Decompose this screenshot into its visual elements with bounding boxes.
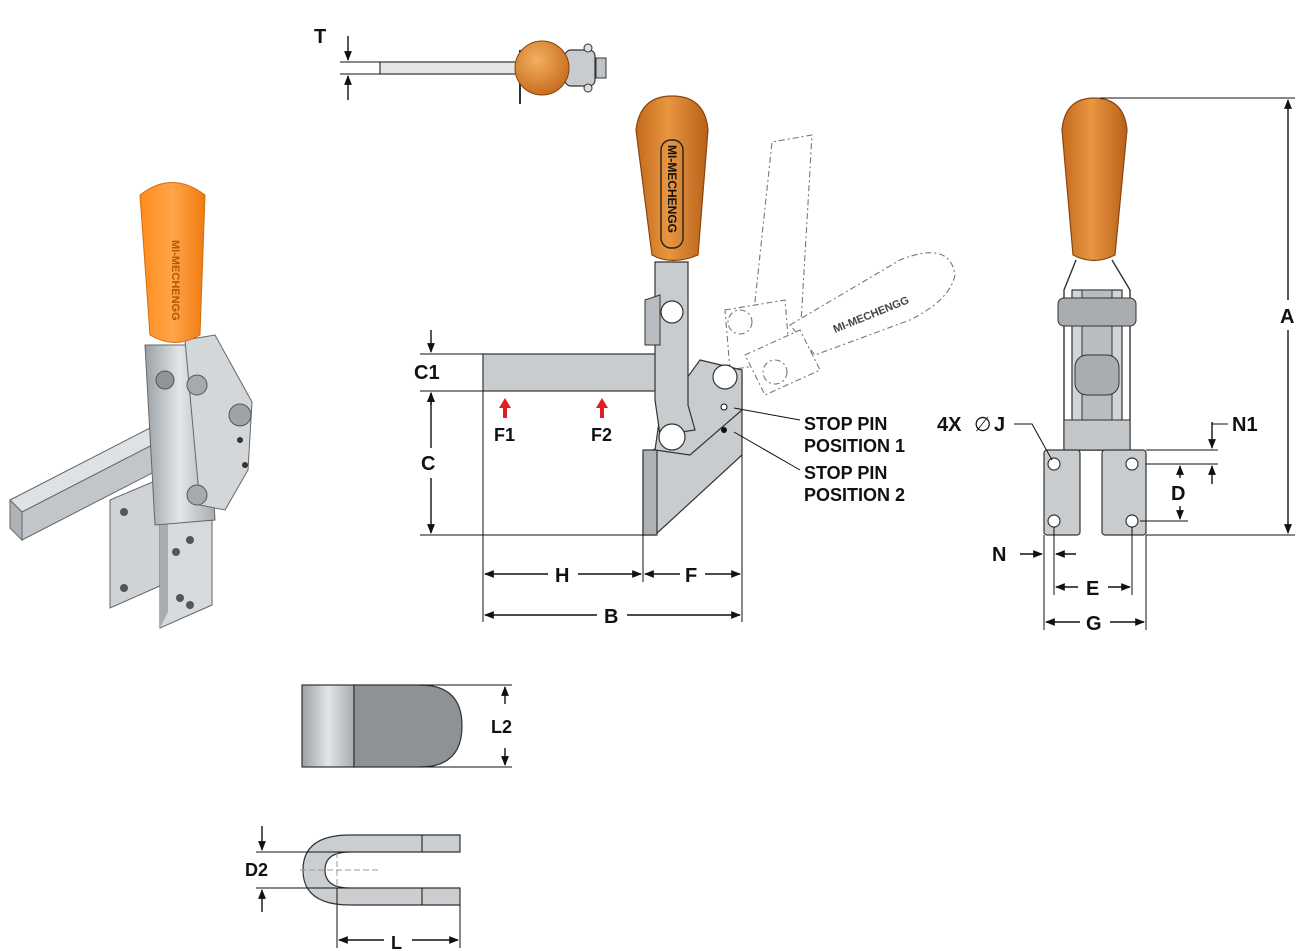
label-C: C: [421, 453, 435, 475]
stop-pin-1-line2: POSITION 1: [804, 436, 905, 456]
label-T: T: [314, 26, 326, 48]
label-holes-count: 4X: [937, 414, 962, 436]
label-G: G: [1086, 613, 1102, 635]
ghost-handle-lowered: MI-MECHENGG: [744, 252, 956, 396]
label-L: L: [391, 933, 402, 951]
clevis-detail: D2 L: [245, 826, 461, 951]
label-A: A: [1280, 306, 1294, 328]
ghost-handle-upright: [724, 134, 813, 371]
label-C1: C1: [414, 362, 440, 384]
label-H: H: [555, 565, 569, 587]
handle-brand: MI-MECHENGG: [665, 145, 679, 233]
handle-arm: [654, 261, 696, 436]
end-view: A 4X ∅ J N1 D N E G: [937, 97, 1295, 635]
label-F1: F1: [494, 425, 515, 445]
label-D: D: [1171, 483, 1185, 505]
label-diameter-symbol: ∅: [974, 412, 991, 436]
label-L2: L2: [491, 717, 512, 737]
label-B: B: [604, 606, 618, 628]
top-view: T: [314, 26, 607, 104]
iso-handle-brand: MI-MECHENGG: [169, 240, 181, 321]
label-F2: F2: [591, 425, 612, 445]
stop-pin-1-line1: STOP PIN: [804, 414, 887, 434]
label-J: J: [994, 414, 1005, 436]
label-F: F: [685, 565, 697, 587]
side-view: MI-MECHENGG MI-MECHENGG STOP PIN POSITIO…: [414, 95, 956, 628]
end-base-left: [1043, 449, 1081, 536]
spindle-bar: [482, 353, 684, 392]
label-N1: N1: [1232, 414, 1258, 436]
spindle-tip-detail: L2: [301, 684, 512, 768]
label-D2: D2: [245, 860, 268, 880]
stop-pin-2-line1: STOP PIN: [804, 463, 887, 483]
label-N: N: [992, 544, 1006, 566]
end-base-right: [1101, 449, 1147, 536]
label-E: E: [1086, 578, 1099, 600]
force-arrow-f2: [596, 398, 608, 418]
force-arrow-f1: [499, 398, 511, 418]
isometric-view: MI-MECHENGG: [9, 182, 253, 629]
stop-pin-2-line2: POSITION 2: [804, 485, 905, 505]
